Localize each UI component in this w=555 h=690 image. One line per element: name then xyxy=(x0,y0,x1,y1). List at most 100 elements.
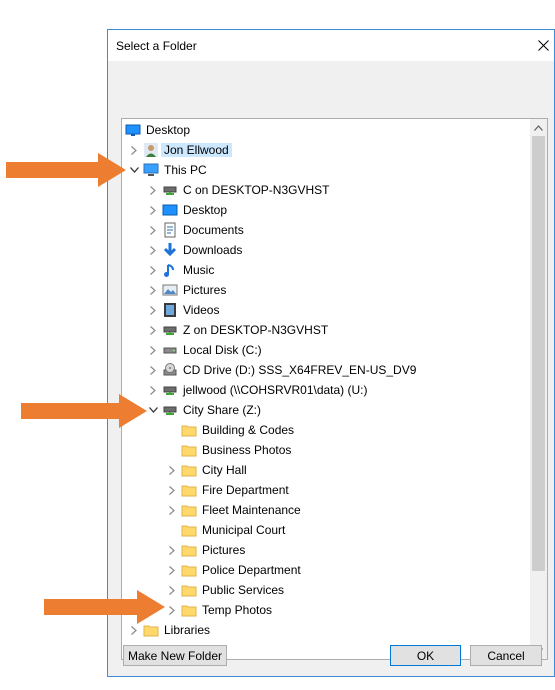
tree-item-label: C on DESKTOP-N3GVHST xyxy=(183,183,330,197)
tree-item-label: Fleet Maintenance xyxy=(202,503,301,517)
tree-item-label: Desktop xyxy=(183,203,228,217)
folder-icon xyxy=(181,522,197,538)
tree-item-folder-0[interactable]: Building & Codes xyxy=(122,420,530,440)
scroll-up-button[interactable] xyxy=(530,119,547,136)
expand-chevron-icon[interactable] xyxy=(147,180,159,200)
expand-chevron-icon[interactable] xyxy=(166,460,178,480)
title-bar: Select a Folder xyxy=(108,30,554,61)
tree-item-folder-9[interactable]: Temp Photos xyxy=(122,600,530,620)
tree-item-label: Business Photos xyxy=(202,443,292,457)
tree-item-label: Pictures xyxy=(202,543,246,557)
tree-item-folder-8[interactable]: Public Services xyxy=(122,580,530,600)
tree-item-pc-7[interactable]: Z on DESKTOP-N3GVHST xyxy=(122,320,530,340)
computer-icon xyxy=(143,162,159,178)
pictures-icon xyxy=(162,282,178,298)
folder-icon xyxy=(181,542,197,558)
tree-item-label: Libraries xyxy=(164,623,211,637)
expand-chevron-icon[interactable] xyxy=(128,140,140,160)
network-drive-icon xyxy=(162,382,178,398)
tree-item-label: Jon Ellwood xyxy=(161,143,232,157)
ok-button[interactable]: OK xyxy=(390,645,461,666)
folder-icon xyxy=(181,442,197,458)
cancel-button[interactable]: Cancel xyxy=(470,645,542,666)
scrollbar-thumb[interactable] xyxy=(532,136,545,571)
tree-item-pc-1[interactable]: Desktop xyxy=(122,200,530,220)
tree-item-pc-4[interactable]: Music xyxy=(122,260,530,280)
tree-item-pc-10[interactable]: jellwood (\\COHSRVR01\data) (U:) xyxy=(122,380,530,400)
tree-item-label: Municipal Court xyxy=(202,523,286,537)
tree-item-user[interactable]: Jon Ellwood xyxy=(122,140,530,160)
tree-item-pc-0[interactable]: C on DESKTOP-N3GVHST xyxy=(122,180,530,200)
local-disk-icon xyxy=(162,342,178,358)
tree-item-folder-4[interactable]: Fleet Maintenance xyxy=(122,500,530,520)
libraries-icon xyxy=(143,622,159,638)
videos-icon xyxy=(162,302,178,318)
tree-item-label: Videos xyxy=(183,303,220,317)
tree-item-folder-7[interactable]: Police Department xyxy=(122,560,530,580)
tree-item-label: Desktop xyxy=(146,123,191,137)
music-icon xyxy=(162,262,178,278)
user-icon xyxy=(143,142,159,158)
expand-chevron-icon[interactable] xyxy=(166,580,178,600)
expand-chevron-icon[interactable] xyxy=(147,220,159,240)
tree-item-pc-6[interactable]: Videos xyxy=(122,300,530,320)
expand-chevron-icon[interactable] xyxy=(147,260,159,280)
tree-item-pc-5[interactable]: Pictures xyxy=(122,280,530,300)
tree-item-folder-2[interactable]: City Hall xyxy=(122,460,530,480)
expand-chevron-icon[interactable] xyxy=(128,620,140,640)
collapse-chevron-icon[interactable] xyxy=(128,160,140,180)
expand-chevron-icon[interactable] xyxy=(166,480,178,500)
tree-item-label: Building & Codes xyxy=(202,423,295,437)
expand-chevron-icon[interactable] xyxy=(166,500,178,520)
tree-item-city-share[interactable]: City Share (Z:) xyxy=(122,400,530,420)
tree-item-label: CD Drive (D:) SSS_X64FREV_EN-US_DV9 xyxy=(183,363,417,377)
expand-chevron-icon[interactable] xyxy=(147,240,159,260)
tree-item-label: Local Disk (C:) xyxy=(183,343,262,357)
expand-chevron-icon[interactable] xyxy=(147,380,159,400)
tree-item-label: jellwood (\\COHSRVR01\data) (U:) xyxy=(183,383,368,397)
tree-item-this-pc[interactable]: This PC xyxy=(122,160,530,180)
expand-chevron-icon[interactable] xyxy=(147,360,159,380)
dialog-title: Select a Folder xyxy=(116,39,197,53)
vertical-scrollbar[interactable] xyxy=(530,119,547,659)
folder-icon xyxy=(181,582,197,598)
downloads-icon xyxy=(162,242,178,258)
tree-item-label: Fire Department xyxy=(202,483,289,497)
tree-item-label: Z on DESKTOP-N3GVHST xyxy=(183,323,329,337)
tree-item-pc-8[interactable]: Local Disk (C:) xyxy=(122,340,530,360)
tree-item-folder-3[interactable]: Fire Department xyxy=(122,480,530,500)
expand-chevron-icon[interactable] xyxy=(147,320,159,340)
close-button[interactable] xyxy=(532,30,554,61)
tree-item-label: Downloads xyxy=(183,243,243,257)
collapse-chevron-icon[interactable] xyxy=(147,400,159,420)
annotation-arrow-city-share xyxy=(21,394,147,428)
tree-item-folder-5[interactable]: Municipal Court xyxy=(122,520,530,540)
tree-item-libraries[interactable]: Libraries xyxy=(122,620,530,640)
expand-chevron-icon[interactable] xyxy=(147,200,159,220)
tree-item-folder-1[interactable]: Business Photos xyxy=(122,440,530,460)
expand-chevron-icon[interactable] xyxy=(147,340,159,360)
network-drive-icon xyxy=(162,322,178,338)
tree-item-pc-9[interactable]: CD Drive (D:) SSS_X64FREV_EN-US_DV9 xyxy=(122,360,530,380)
tree-item-folder-6[interactable]: Pictures xyxy=(122,540,530,560)
tree-item-pc-2[interactable]: Documents xyxy=(122,220,530,240)
tree-item-label: Music xyxy=(183,263,215,277)
expand-chevron-icon[interactable] xyxy=(147,280,159,300)
expand-chevron-icon[interactable] xyxy=(166,540,178,560)
expand-chevron-icon[interactable] xyxy=(166,560,178,580)
close-icon xyxy=(537,40,549,51)
tree-item-label: City Hall xyxy=(202,463,247,477)
network-drive-icon xyxy=(162,402,178,418)
make-new-folder-button[interactable]: Make New Folder xyxy=(123,645,227,666)
expand-chevron-icon[interactable] xyxy=(166,600,178,620)
expand-chevron-icon[interactable] xyxy=(147,300,159,320)
chevron-up-icon xyxy=(534,124,543,131)
folder-icon xyxy=(181,502,197,518)
tree-item-label: Public Services xyxy=(202,583,285,597)
tree-item-desktop-root[interactable]: Desktop xyxy=(122,120,530,140)
desktop-icon xyxy=(125,122,141,138)
tree-item-label: Temp Photos xyxy=(202,603,273,617)
tree-item-pc-3[interactable]: Downloads xyxy=(122,240,530,260)
